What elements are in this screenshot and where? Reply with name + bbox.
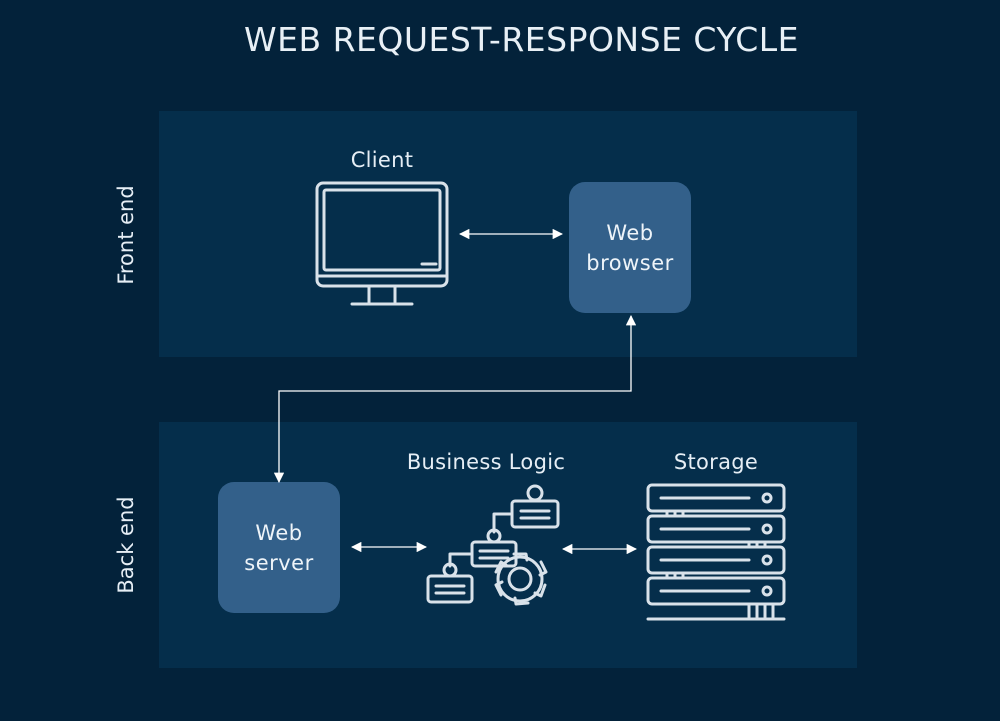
web-browser-line1: Web [606, 220, 654, 245]
front-end-label: Front end [114, 185, 138, 285]
business-logic-label: Business Logic [406, 450, 566, 474]
storage-label: Storage [673, 450, 759, 474]
diagram-title: WEB REQUEST-RESPONSE CYCLE [243, 20, 800, 59]
flowchart-gear-icon [426, 484, 560, 606]
web-browser-line2: browser [586, 250, 674, 275]
client-label: Client [350, 148, 414, 172]
web-server-line1: Web [255, 520, 303, 545]
web-browser-node: Web browser [569, 182, 691, 313]
web-server-node: Web server [218, 482, 340, 613]
back-end-label: Back end [114, 496, 138, 594]
front-end-panel [159, 111, 857, 357]
monitor-icon [315, 181, 449, 306]
web-server-line2: server [244, 550, 314, 575]
server-rack-icon [646, 483, 786, 621]
